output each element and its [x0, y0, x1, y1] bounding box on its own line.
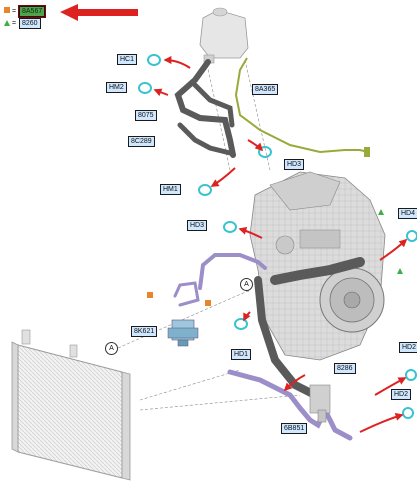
orange-square-icon — [4, 7, 10, 13]
label-8075[interactable]: 8075 — [135, 110, 157, 121]
engine — [249, 171, 386, 361]
orange-square-icon — [147, 292, 153, 298]
radiator — [11, 329, 131, 481]
label-hm1[interactable]: HM1 — [160, 184, 181, 195]
dark-hoses — [174, 59, 365, 399]
legend-label-8260[interactable]: 8260 — [19, 18, 41, 29]
label-hd3-top[interactable]: HD3 — [284, 159, 305, 170]
label-8a365[interactable]: 8A365 — [252, 84, 279, 95]
thermostat-housing — [309, 384, 331, 423]
purple-hoses — [173, 253, 353, 441]
label-hd1[interactable]: HD1 — [231, 349, 252, 360]
callout-a-engine: A — [240, 278, 253, 291]
legend-equals-2: = — [12, 20, 17, 27]
label-hd2-b[interactable]: HD2 — [391, 389, 412, 400]
orange-square-icon — [205, 300, 211, 306]
expansion-tank — [199, 7, 249, 64]
label-8k621[interactable]: 8K621 — [131, 326, 158, 337]
clamps — [138, 54, 417, 419]
label-hm2[interactable]: HM2 — [106, 82, 127, 93]
label-hd3-mid[interactable]: HD3 — [187, 220, 208, 231]
label-hd2-a[interactable]: HD2 — [399, 342, 417, 353]
label-hc1[interactable]: HC1 — [117, 54, 138, 65]
callout-a-radiator: A — [105, 342, 118, 355]
label-6b851[interactable]: 6B851 — [281, 423, 308, 434]
legend-equals-1: = — [12, 8, 17, 15]
label-hd4[interactable]: HD4 — [398, 208, 417, 219]
label-8c289[interactable]: 8C289 — [128, 136, 155, 147]
bleed-hose — [234, 57, 369, 154]
legend-label-8a567[interactable]: 8A567 — [17, 5, 47, 18]
green-triangle-icon — [397, 268, 403, 274]
red-pointer-arrows — [153, 56, 408, 433]
label-8286[interactable]: 8286 — [334, 363, 356, 374]
pump — [167, 319, 199, 347]
bleed-hose-connector — [364, 147, 370, 157]
red-arrow-icon — [60, 4, 138, 21]
green-triangle-icon — [378, 209, 384, 215]
green-triangle-icon — [4, 20, 10, 26]
